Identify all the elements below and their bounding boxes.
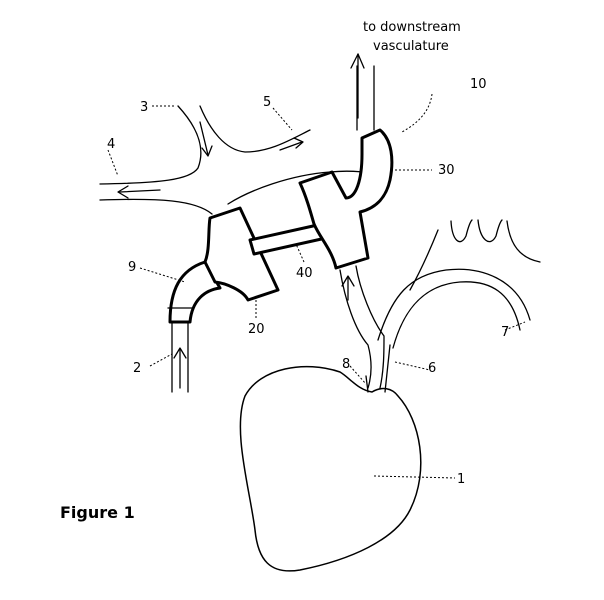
label-2: 2 [133,361,141,376]
inlet-vessel-2 [172,322,188,392]
figure-label: Figure 1 [60,503,135,522]
label-8: 8 [342,357,350,372]
label-4: 4 [107,137,115,152]
tube-8 [340,266,384,392]
aorta [378,220,540,392]
housing-30 [300,130,392,268]
label-6: 6 [428,361,436,376]
label-10: 10 [470,77,487,92]
label-3: 3 [140,100,148,115]
label-30: 30 [438,163,455,178]
label-1: 1 [457,472,465,487]
outlet-vessel [351,54,374,130]
downstream-caption-line-2: vasculature [373,39,449,54]
label-40: 40 [296,266,313,281]
label-7: 7 [501,325,509,340]
label-20: 20 [248,322,265,337]
downstream-caption-line-1: to downstream [363,20,461,35]
label-9: 9 [128,260,136,275]
label-5: 5 [263,95,271,110]
heart-1 [240,367,420,571]
leader-lines [108,94,525,478]
